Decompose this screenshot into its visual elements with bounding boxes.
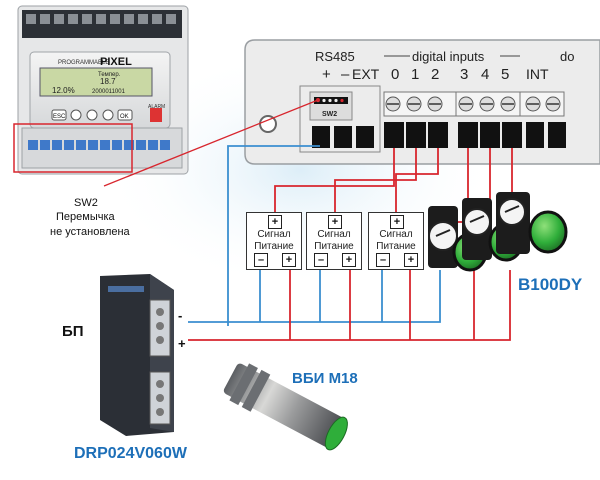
push-buttons xyxy=(428,192,568,272)
proximity-sensor xyxy=(223,363,348,451)
proximity-sensor-label: ВБИ М18 xyxy=(292,370,358,387)
sensor-module-2: + Сигнал Питание – + xyxy=(306,212,362,270)
power-label: Питание xyxy=(254,241,294,252)
callout-leader xyxy=(103,99,319,187)
highlight-box xyxy=(13,123,133,173)
button-3 xyxy=(496,192,568,254)
cut-label: do xyxy=(560,49,574,64)
logo-badge xyxy=(150,108,162,122)
power-supply xyxy=(100,274,174,436)
input-4: 4 xyxy=(481,66,489,83)
lcd-line-3: 12.0% xyxy=(52,86,75,95)
lcd-line-1: Темпер. xyxy=(98,72,121,78)
power-terminal-plus: + xyxy=(404,253,418,267)
esc-button-label: ESC xyxy=(53,114,66,120)
power-label: Питание xyxy=(314,241,354,252)
top-terminal-screws xyxy=(26,14,176,24)
screw-terminals xyxy=(383,91,565,117)
rs485-plus: + xyxy=(322,66,331,83)
sw2-label: SW2 xyxy=(322,111,337,118)
signal-terminal-plus: + xyxy=(328,215,342,229)
signal-wire-1 xyxy=(334,148,417,212)
alarm-label: ALARM xyxy=(148,104,165,110)
red-common-wire xyxy=(188,270,511,341)
sensor-module-3: + Сигнал Питание – + xyxy=(368,212,424,270)
sensor-module-1: + Сигнал Питание – + xyxy=(246,212,302,270)
signal-terminal-plus: + xyxy=(390,215,404,229)
callout-line-3: не установлена xyxy=(50,226,131,238)
bottom-terminal-row xyxy=(28,140,170,150)
controller-brand: PIXEL xyxy=(100,56,132,68)
signal-label: Сигнал xyxy=(317,229,351,240)
rs485-label: RS485 xyxy=(315,49,355,64)
sw2-pin xyxy=(328,98,332,103)
sw2-jumper-housing xyxy=(309,91,353,121)
rs485-minus: – xyxy=(341,66,350,83)
up-button[interactable] xyxy=(70,109,82,121)
input-2: 2 xyxy=(431,66,439,83)
power-terminal-plus: + xyxy=(282,253,296,267)
digital-inputs-label: digital inputs xyxy=(412,49,485,64)
ok-button[interactable] xyxy=(117,109,133,121)
wires xyxy=(188,145,513,341)
psu-brand-strip xyxy=(108,286,144,292)
int-label: INT xyxy=(526,66,549,82)
lcd-line-2: 18.7 xyxy=(100,77,116,86)
signal-label: Сигнал xyxy=(379,229,413,240)
blue-wire-ext xyxy=(227,145,320,326)
sw2-pin xyxy=(334,98,338,103)
lcd-line-4: 2000011001 xyxy=(92,89,126,95)
sw2-pin xyxy=(340,98,344,103)
signal-label: Сигнал xyxy=(257,229,291,240)
terminal-block-zoom: RS485 + – EXT digital inputs 0 1 2 3 4 5… xyxy=(244,39,600,165)
psu-minus: - xyxy=(178,308,182,323)
signal-wire-2 xyxy=(395,148,439,212)
callout-anchor xyxy=(316,98,320,102)
power-terminal-minus: – xyxy=(254,253,268,267)
callout-line-2: Перемычка xyxy=(56,211,116,223)
input-3: 3 xyxy=(460,66,468,83)
psu-plus: + xyxy=(178,336,186,351)
pixel-controller: PROGRAMMABLE PIXEL Темпер. 18.7 12.0% 20… xyxy=(13,5,189,175)
esc-button[interactable] xyxy=(51,109,67,121)
controller-subtitle: PROGRAMMABLE xyxy=(58,60,109,66)
rs485-section xyxy=(299,85,381,153)
power-terminal-minus: – xyxy=(376,253,390,267)
input-0: 0 xyxy=(391,66,399,83)
psu-model: DRP024V060W xyxy=(74,445,188,462)
buttons-label: B100DY xyxy=(518,275,583,294)
sw2-pin xyxy=(322,98,326,103)
psu-label: БП xyxy=(62,323,84,340)
input-5: 5 xyxy=(501,66,509,83)
ext-label: EXT xyxy=(352,66,380,82)
wire-entries xyxy=(312,122,566,148)
blue-common-wire xyxy=(188,270,441,323)
power-label: Питание xyxy=(376,241,416,252)
ok-button-label: OK xyxy=(120,114,129,120)
power-terminal-plus: + xyxy=(342,253,356,267)
enter-button[interactable] xyxy=(102,109,114,121)
input-1: 1 xyxy=(411,66,419,83)
signal-terminal-plus: + xyxy=(268,215,282,229)
power-terminal-minus: – xyxy=(314,253,328,267)
down-button[interactable] xyxy=(86,109,98,121)
callout-line-1: SW2 xyxy=(74,197,98,209)
